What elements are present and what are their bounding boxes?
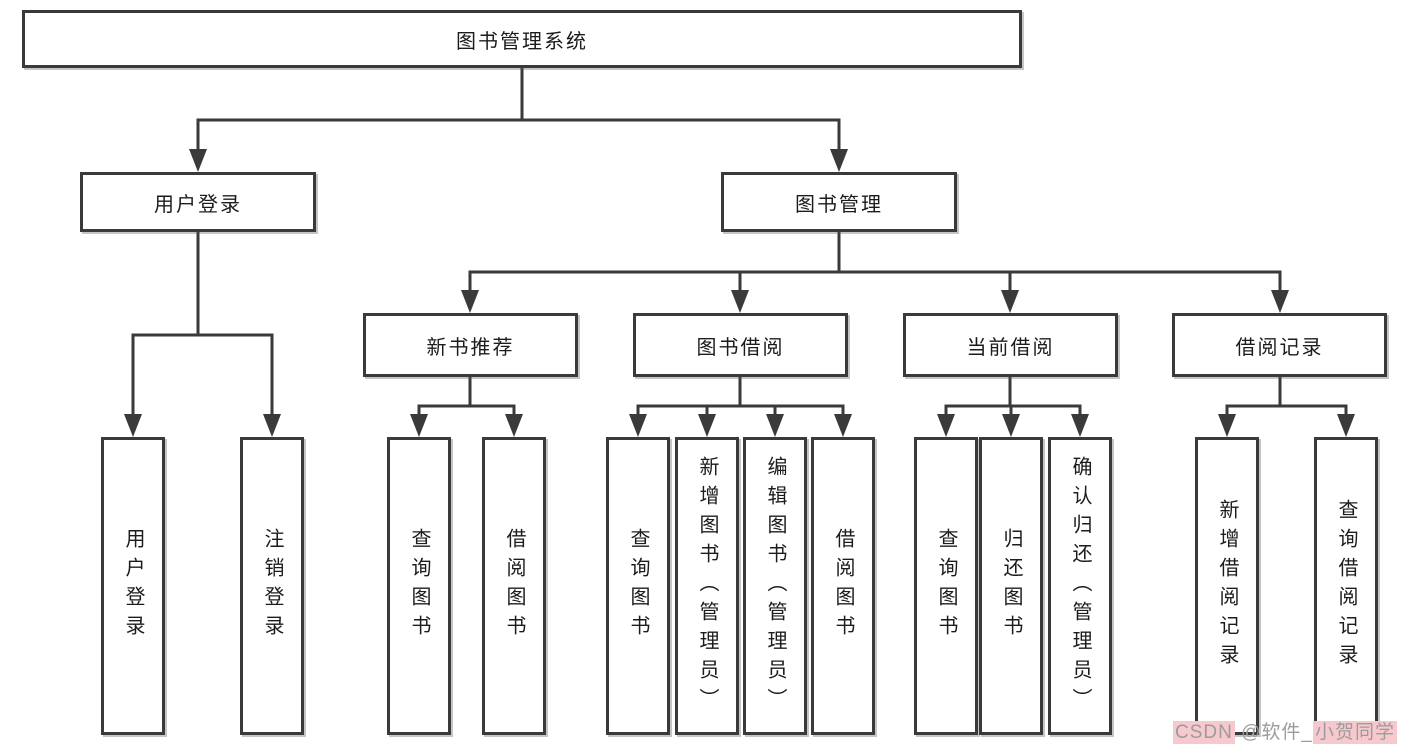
- node-label: 编辑图书（管理员）: [764, 455, 786, 717]
- node-leaf-confirm-return-admin: 确认归还（管理员）: [1048, 437, 1112, 735]
- node-label: 当前借阅: [966, 336, 1055, 359]
- node-label: 确认归还（管理员）: [1069, 455, 1091, 717]
- node-leaf-borrow-book: 借阅图书: [811, 437, 875, 735]
- node-label: 归还图书: [1000, 528, 1022, 644]
- node-book-management-system: 图书管理系统: [22, 10, 1022, 68]
- node-label: 查询图书: [408, 528, 430, 644]
- node-leaf-return-book: 归还图书: [979, 437, 1043, 735]
- watermark-handle: @软件_: [1234, 722, 1313, 743]
- node-label: 图书管理系统: [456, 30, 588, 53]
- connector-book-borrow-children: [629, 377, 852, 437]
- node-borrow-record: 借阅记录: [1172, 313, 1387, 377]
- node-user-login: 用户登录: [80, 172, 316, 232]
- node-label: 图书借阅: [696, 336, 785, 359]
- node-label: 用户登录: [154, 193, 242, 216]
- node-label: 新增图书（管理员）: [696, 455, 718, 717]
- node-label: 借阅图书: [503, 528, 525, 644]
- node-leaf-user-login: 用户登录: [101, 437, 165, 735]
- node-label: 查询图书: [935, 528, 957, 644]
- node-leaf-query-borrow-record: 查询借阅记录: [1314, 437, 1378, 735]
- node-leaf-add-book-admin: 新增图书（管理员）: [675, 437, 739, 735]
- node-current-borrow: 当前借阅: [903, 313, 1118, 377]
- node-leaf-edit-book-admin: 编辑图书（管理员）: [743, 437, 807, 735]
- node-book-management: 图书管理: [721, 172, 957, 232]
- node-book-borrow: 图书借阅: [633, 313, 848, 377]
- connector-borrow-record-children: [1218, 377, 1355, 437]
- node-leaf-add-borrow-record: 新增借阅记录: [1195, 437, 1259, 735]
- node-new-book-recommend: 新书推荐: [363, 313, 578, 377]
- connector-root-to-level2: [189, 68, 848, 172]
- node-label: 查询图书: [627, 528, 649, 644]
- node-leaf-borrow-book-recommend: 借阅图书: [482, 437, 546, 735]
- node-label: 注销登录: [261, 528, 283, 644]
- node-label: 查询借阅记录: [1335, 499, 1357, 673]
- node-leaf-query-book-borrow: 查询图书: [606, 437, 670, 735]
- node-label: 用户登录: [122, 528, 144, 644]
- node-label: 图书管理: [795, 193, 883, 216]
- node-leaf-query-book-current: 查询图书: [914, 437, 978, 735]
- node-label: 借阅记录: [1235, 336, 1324, 359]
- node-leaf-logout: 注销登录: [240, 437, 304, 735]
- csdn-watermark: CSDN @软件_小贺同学: [1173, 717, 1397, 744]
- node-leaf-query-book-recommend: 查询图书: [387, 437, 451, 735]
- watermark-brand: CSDN: [1173, 721, 1235, 744]
- node-label: 新增借阅记录: [1216, 499, 1238, 673]
- connector-new-book-recommend-children: [410, 377, 523, 437]
- connector-book-management-children: [461, 232, 1289, 313]
- node-label: 借阅图书: [832, 528, 854, 644]
- watermark-username: 小贺同学: [1312, 721, 1397, 744]
- connector-user-login-children: [124, 232, 281, 437]
- connector-current-borrow-children: [937, 377, 1089, 437]
- node-label: 新书推荐: [426, 336, 515, 359]
